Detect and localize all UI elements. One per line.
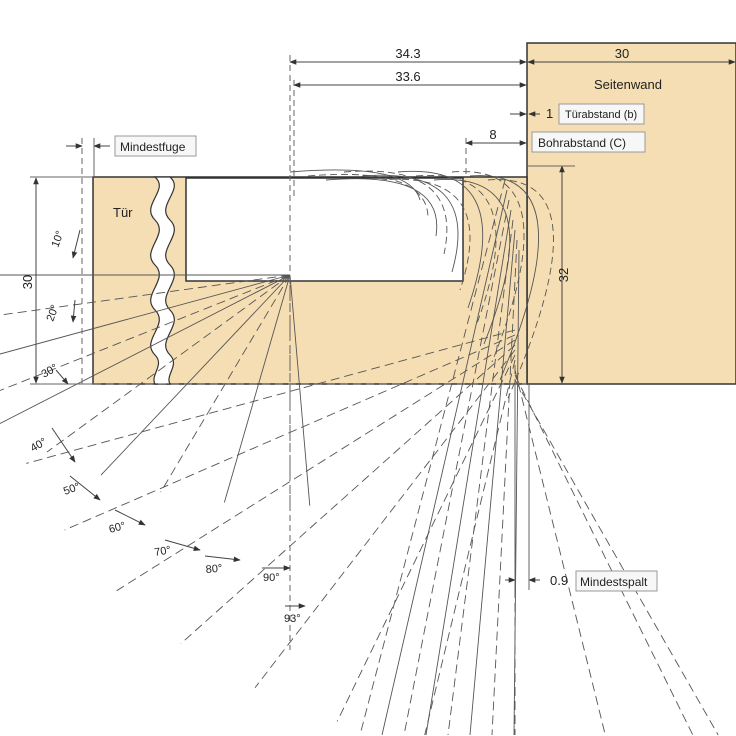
tuerabstand-label-box: Türabstand (b) [558,103,645,125]
swing-vertical-ray [513,249,520,736]
mindestfuge-label: Mindestfuge [120,140,186,154]
dim-mindestspalt-value: 0.9 [550,573,568,588]
swing-vertical-ray [447,219,514,736]
swing-ray [160,274,291,493]
hinge-arm-path [361,174,459,273]
hinge-arm-path [307,173,429,219]
swing-ray [46,274,291,453]
dim-inner-width: 33.6 [395,69,420,84]
swing-ray [0,274,291,391]
mindestspalt-label-box: Mindestspalt [575,570,658,592]
bohrabstand-label: Bohrabstand (C) [538,136,626,150]
tuerabstand-label: Türabstand (b) [565,109,637,121]
hinge-arm-path [451,171,525,363]
swing-door-face [254,349,516,689]
dimension-lines [30,55,736,650]
swing-door-face [514,379,719,736]
dim-wall-thickness: 30 [615,46,629,61]
swing-lines [0,169,719,736]
swing-door-face [514,369,606,736]
side-wall [526,42,736,385]
swing-ray [0,274,291,424]
mindestspalt-label: Mindestspalt [580,575,648,589]
swing-ray [0,274,291,355]
hinge-arm-path [469,175,539,381]
hinge-arm-path [379,178,471,291]
dim-bohrabstand-value: 8 [489,127,496,142]
hinge-arm-path [433,179,511,345]
angle-label-30: 30° [40,362,60,381]
angle-label-93: 93° [284,613,301,625]
dim-door-thickness: 30 [20,275,35,289]
angle-label-90: 90° [263,572,280,584]
hinge-cup-pocket [185,177,464,282]
angle-label-50: 50° [62,481,82,498]
swing-vertical-ray [403,199,510,736]
swing-ray [223,274,291,503]
hinge-arm-path [397,170,484,309]
swing-ray [100,274,291,476]
dim-tuerabstand-value: 1 [546,106,553,121]
mindestfuge-label-box: Mindestfuge [114,135,197,157]
angle-label-10: 10° [50,229,67,249]
swing-vertical-ray [381,189,508,736]
swing-door-face [26,329,516,464]
swing-ray [289,274,311,506]
door-label: Tür [113,205,133,220]
side-wall-label: Seitenwand [594,77,662,92]
swing-vertical-ray [491,239,518,736]
swing-door-face [514,374,694,736]
swing-door-face [180,344,516,645]
hinge-arm-path [325,178,438,237]
bohrabstand-label-box: Bohrabstand (C) [531,131,646,153]
angle-label-40: 40° [29,436,49,455]
angle-label-20: 20° [45,303,62,323]
dim-overall-width: 34.3 [395,46,420,61]
angle-label-80: 80° [205,563,223,576]
angle-arc [51,229,306,609]
swing-door-face [424,359,516,736]
swing-vertical-ray [359,179,506,736]
swing-door-face [336,354,516,722]
swing-door-face [116,339,516,592]
hinge-arm-path [487,179,554,399]
door-break [150,176,175,385]
swing-vertical-ray [469,229,516,736]
swing-ray [0,274,291,316]
swing-vertical-ray [425,209,512,736]
hinge-arm-path [343,170,448,255]
hinge-arm-path [415,174,497,327]
dim-wall-height: 32 [556,268,571,282]
angle-label-60: 60° [108,520,127,536]
angle-label-70: 70° [153,544,171,559]
